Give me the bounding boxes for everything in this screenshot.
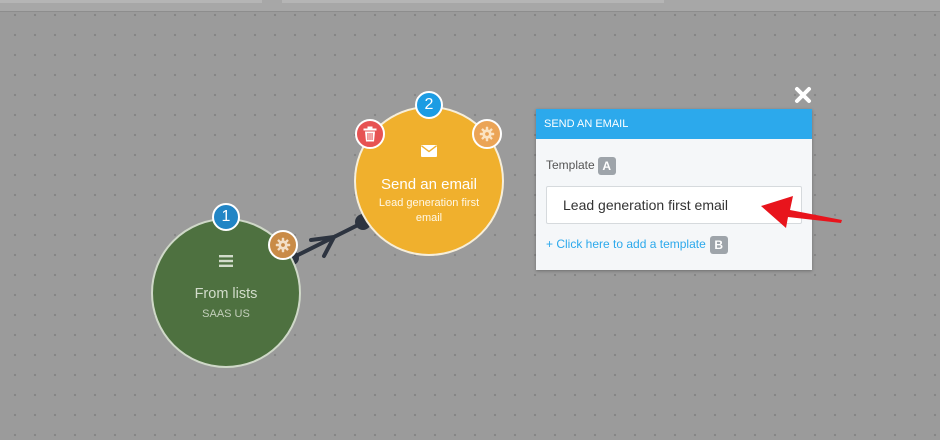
close-panel-button[interactable]	[793, 85, 813, 105]
trash-icon	[363, 126, 377, 142]
node-subtitle: Lead generation first email	[378, 197, 480, 224]
node-settings-button[interactable]	[268, 230, 298, 260]
step-badge: 2	[415, 91, 443, 119]
top-bar-segment	[0, 0, 262, 3]
panel-title: SEND AN EMAIL	[536, 109, 812, 139]
list-icon	[219, 254, 233, 272]
top-bar	[0, 0, 940, 12]
step-badge: 1	[212, 203, 240, 231]
template-label: Template	[546, 158, 595, 173]
annotation-tag-b: B	[709, 236, 728, 254]
node-subtitle: SAAS US	[202, 308, 250, 320]
gear-icon	[275, 237, 291, 253]
node-settings-button[interactable]	[472, 119, 502, 149]
envelope-icon	[421, 144, 437, 162]
delete-node-button[interactable]	[355, 119, 385, 149]
node-title: From lists	[194, 286, 258, 302]
node-title: Send an email	[381, 176, 477, 193]
top-bar-segment	[282, 0, 664, 3]
template-select[interactable]: Lead generation first email	[546, 186, 802, 224]
close-icon	[795, 87, 811, 103]
gear-icon	[479, 126, 495, 142]
annotation-tag-a: A	[597, 157, 616, 175]
add-template-link[interactable]: + Click here to add a template	[546, 237, 706, 252]
